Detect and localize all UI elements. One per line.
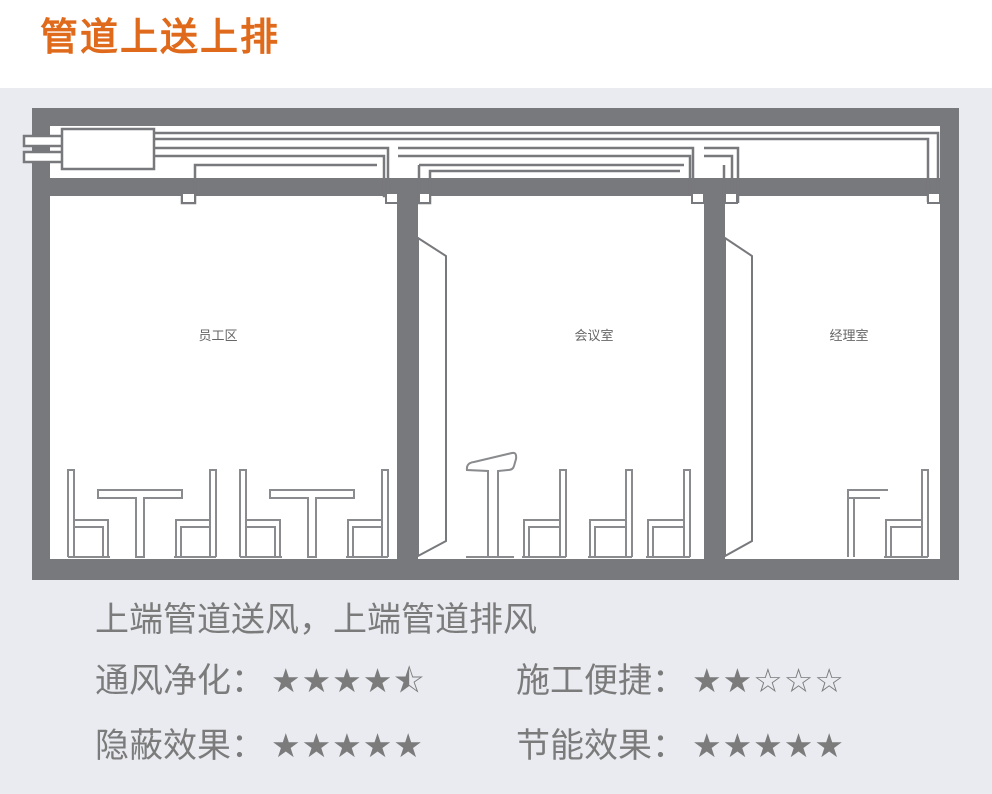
room-label-meeting: 会议室 xyxy=(574,328,613,344)
page-title: 管道上送上排 xyxy=(40,15,281,59)
chair xyxy=(588,469,633,558)
diagram-panel: 员工区 会议室 经理室 上端管道送风，上端管道排风 通风净化：★★★★⯪ xyxy=(0,88,992,794)
chair xyxy=(884,469,929,558)
star-rating: ★★☆☆☆ xyxy=(692,661,845,700)
rating-label: 节能效果： xyxy=(516,726,686,766)
meeting-table xyxy=(465,451,518,558)
rating-energy-saving: 节能效果：★★★★★ xyxy=(516,724,845,768)
room-label-manager: 经理室 xyxy=(829,328,868,344)
room-label-staff: 员工区 xyxy=(198,329,237,344)
rating-concealment: 隐蔽效果：★★★★★ xyxy=(95,724,424,768)
desk xyxy=(97,489,183,558)
chair xyxy=(239,469,282,558)
rating-label: 隐蔽效果： xyxy=(95,726,265,766)
star-rating: ★★★★★ xyxy=(692,726,845,765)
caption: 上端管道送风，上端管道排风 xyxy=(95,600,537,640)
star-rating: ★★★★★ xyxy=(271,726,424,765)
door-meeting-room xyxy=(417,236,447,558)
chair xyxy=(522,469,567,558)
chair xyxy=(646,469,691,558)
rating-label: 施工便捷： xyxy=(516,661,686,701)
fan-unit xyxy=(60,127,156,171)
diffusers xyxy=(181,192,941,204)
manager-desk xyxy=(847,489,888,557)
rating-construction: 施工便捷：★★☆☆☆ xyxy=(516,659,845,703)
room-staff-area xyxy=(50,196,397,559)
chair xyxy=(346,469,389,558)
ceiling-plenum xyxy=(50,126,940,178)
door-manager-office xyxy=(724,236,753,558)
chair xyxy=(67,469,110,558)
star-rating: ★★★★⯪ xyxy=(271,661,426,700)
floor-plan-diagram: 员工区 会议室 经理室 xyxy=(22,108,959,580)
room-manager-office xyxy=(725,196,940,559)
rating-label: 通风净化： xyxy=(95,661,265,701)
desk xyxy=(269,489,355,558)
furniture xyxy=(67,451,929,558)
chair xyxy=(174,469,217,558)
rating-ventilation: 通风净化：★★★★⯪ xyxy=(95,659,426,703)
